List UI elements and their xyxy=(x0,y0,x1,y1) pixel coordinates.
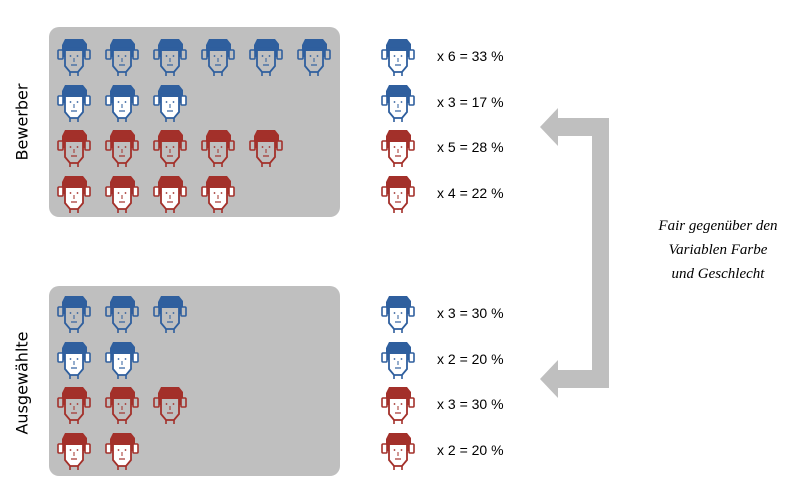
legend-ratio: x 6 = 33 % xyxy=(437,48,504,64)
face-icon xyxy=(249,127,283,167)
legend-face-icon xyxy=(381,384,415,424)
note-line-3: und Geschlecht xyxy=(671,266,765,282)
arrow-shape xyxy=(540,108,609,398)
legend-face-icon xyxy=(381,339,415,379)
face-icon xyxy=(105,82,139,122)
note-line-1: Fair gegenüber den xyxy=(658,218,778,234)
face-icon xyxy=(57,173,91,213)
legend-face-icon xyxy=(381,82,415,122)
legend-face-icon xyxy=(381,127,415,167)
legend-ratio: x 4 = 22 % xyxy=(437,184,504,201)
face-icon xyxy=(57,293,91,333)
face-icon xyxy=(57,127,91,167)
face-icon xyxy=(105,127,139,167)
face-icon xyxy=(105,173,139,213)
face-icon xyxy=(201,173,235,213)
face-icon xyxy=(57,430,91,470)
legend-face-icon xyxy=(381,36,415,76)
face-icon xyxy=(153,173,187,213)
face-icon xyxy=(153,127,187,167)
face-icon xyxy=(57,384,91,424)
legend-face-icon xyxy=(381,293,415,333)
face-icon xyxy=(57,339,91,379)
face-icon xyxy=(105,430,139,470)
face-icon xyxy=(249,36,283,76)
face-icon xyxy=(105,384,139,424)
legend-ratio: x 5 = 28 % xyxy=(437,139,504,155)
face-icon xyxy=(153,36,187,76)
legend-ratio: x 2 = 20 % xyxy=(437,441,504,458)
note-line-2: Variablen Farbe xyxy=(668,242,768,258)
face-icon xyxy=(153,293,187,333)
fairness-note: Fair gegenüber den Variablen Farbe und G… xyxy=(628,214,803,286)
face-icon xyxy=(201,36,235,76)
legend-ratio: x 3 = 30 % xyxy=(437,305,504,321)
face-icon xyxy=(153,384,187,424)
applicants-panel xyxy=(49,27,340,217)
legend-ratio: x 2 = 20 % xyxy=(437,350,504,367)
legend-ratio: x 3 = 17 % xyxy=(437,93,504,110)
face-icon xyxy=(57,36,91,76)
face-icon xyxy=(201,127,235,167)
face-icon xyxy=(105,293,139,333)
face-icon xyxy=(57,82,91,122)
face-icon xyxy=(105,36,139,76)
face-icon xyxy=(153,82,187,122)
selected-panel xyxy=(49,286,340,476)
face-icon xyxy=(297,36,331,76)
legend-ratio: x 3 = 30 % xyxy=(437,396,504,412)
legend-face-icon xyxy=(381,430,415,470)
legend-face-icon xyxy=(381,173,415,213)
face-icon xyxy=(105,339,139,379)
